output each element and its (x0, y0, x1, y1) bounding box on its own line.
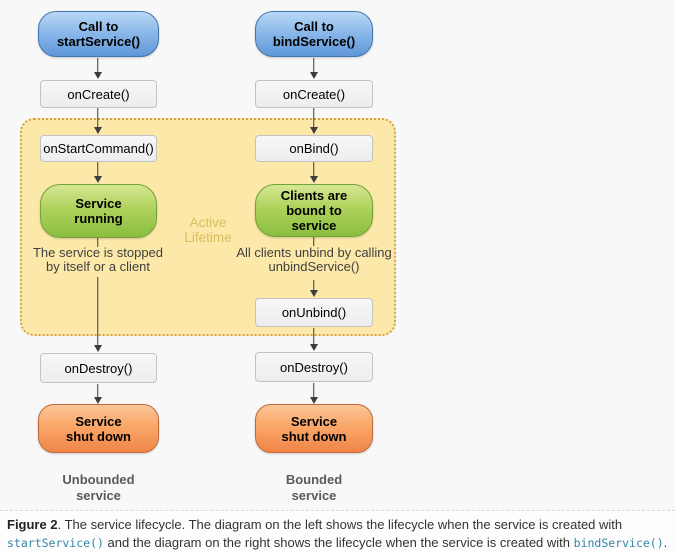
arrow-head-icon (93, 127, 102, 134)
arrow-shaft (96, 108, 99, 128)
arrow-shaft (312, 280, 315, 291)
node-call-to-bindservice: Call to bindService() (255, 11, 373, 57)
arrow-shaft (312, 162, 315, 177)
arrow-down-icon (93, 108, 102, 134)
node-onbind: onBind() (255, 135, 373, 162)
note-clients-unbind: All clients unbind by calling unbindServ… (236, 245, 392, 274)
arrow-head-icon (309, 176, 318, 183)
startservice-code[interactable]: startService() (7, 536, 104, 550)
caption-text: . The service lifecycle. The diagram on … (57, 517, 623, 532)
arrow-head-icon (309, 127, 318, 134)
arrow-down-icon (93, 58, 102, 79)
arrow-shaft (96, 58, 99, 73)
arrow-head-icon (309, 397, 318, 404)
node-clients-bound: Clients are bound to service (255, 184, 373, 237)
active-lifetime-label: Active Lifetime (184, 215, 232, 245)
arrow-down-icon (309, 383, 318, 404)
label-unbounded-service: Unbounded service (62, 472, 135, 503)
arrow-shaft (312, 328, 315, 345)
service-lifecycle-diagram: Active Lifetime Call to startService() o… (0, 11, 675, 511)
arrow-shaft (96, 238, 99, 247)
arrow-head-icon (93, 72, 102, 79)
arrow-head-icon (93, 397, 102, 404)
arrow-head-icon (93, 176, 102, 183)
arrow-down-icon (309, 328, 318, 351)
node-oncreate-left: onCreate() (40, 80, 157, 108)
arrow-down-icon (93, 277, 102, 352)
caption-text: and the diagram on the right shows the l… (103, 535, 574, 550)
arrow-shaft (312, 58, 315, 73)
arrow-down-icon (93, 162, 102, 183)
arrow-head-icon (309, 290, 318, 297)
label-bounded-service: Bounded service (285, 472, 343, 503)
arrow-head-icon (309, 72, 318, 79)
node-call-to-startservice: Call to startService() (38, 11, 159, 57)
node-service-running: Service running (40, 184, 157, 238)
arrow-shaft (312, 383, 315, 398)
arrow-down-icon (93, 384, 102, 404)
arrow-shaft (96, 384, 99, 398)
node-ondestroy-left: onDestroy() (40, 353, 157, 383)
node-service-shutdown-right: Service shut down (255, 404, 373, 453)
startservice-link[interactable]: startService() (7, 535, 104, 550)
node-onstartcommand: onStartCommand() (40, 135, 157, 162)
arrow-down-icon (309, 108, 318, 134)
figure-caption: Figure 2. The service lifecycle. The dia… (0, 512, 675, 552)
bindservice-link[interactable]: bindService() (574, 535, 664, 550)
arrow-stub (309, 237, 318, 246)
note-service-stopped: The service is stopped by itself or a cl… (32, 245, 164, 274)
arrow-head-icon (93, 345, 102, 352)
arrow-stub (93, 238, 102, 247)
node-onunbind: onUnbind() (255, 298, 373, 327)
node-ondestroy-right: onDestroy() (255, 352, 373, 382)
arrow-shaft (312, 237, 315, 246)
arrow-shaft (96, 162, 99, 177)
node-oncreate-right: onCreate() (255, 80, 373, 108)
arrow-down-icon (309, 280, 318, 297)
node-service-shutdown-left: Service shut down (38, 404, 159, 453)
arrow-shaft (96, 277, 99, 346)
caption-text: . (663, 535, 668, 550)
arrow-shaft (312, 108, 315, 128)
bindservice-code[interactable]: bindService() (573, 536, 664, 550)
arrow-head-icon (309, 344, 318, 351)
arrow-down-icon (309, 58, 318, 79)
figure-number: Figure 2 (7, 517, 58, 532)
arrow-down-icon (309, 162, 318, 183)
